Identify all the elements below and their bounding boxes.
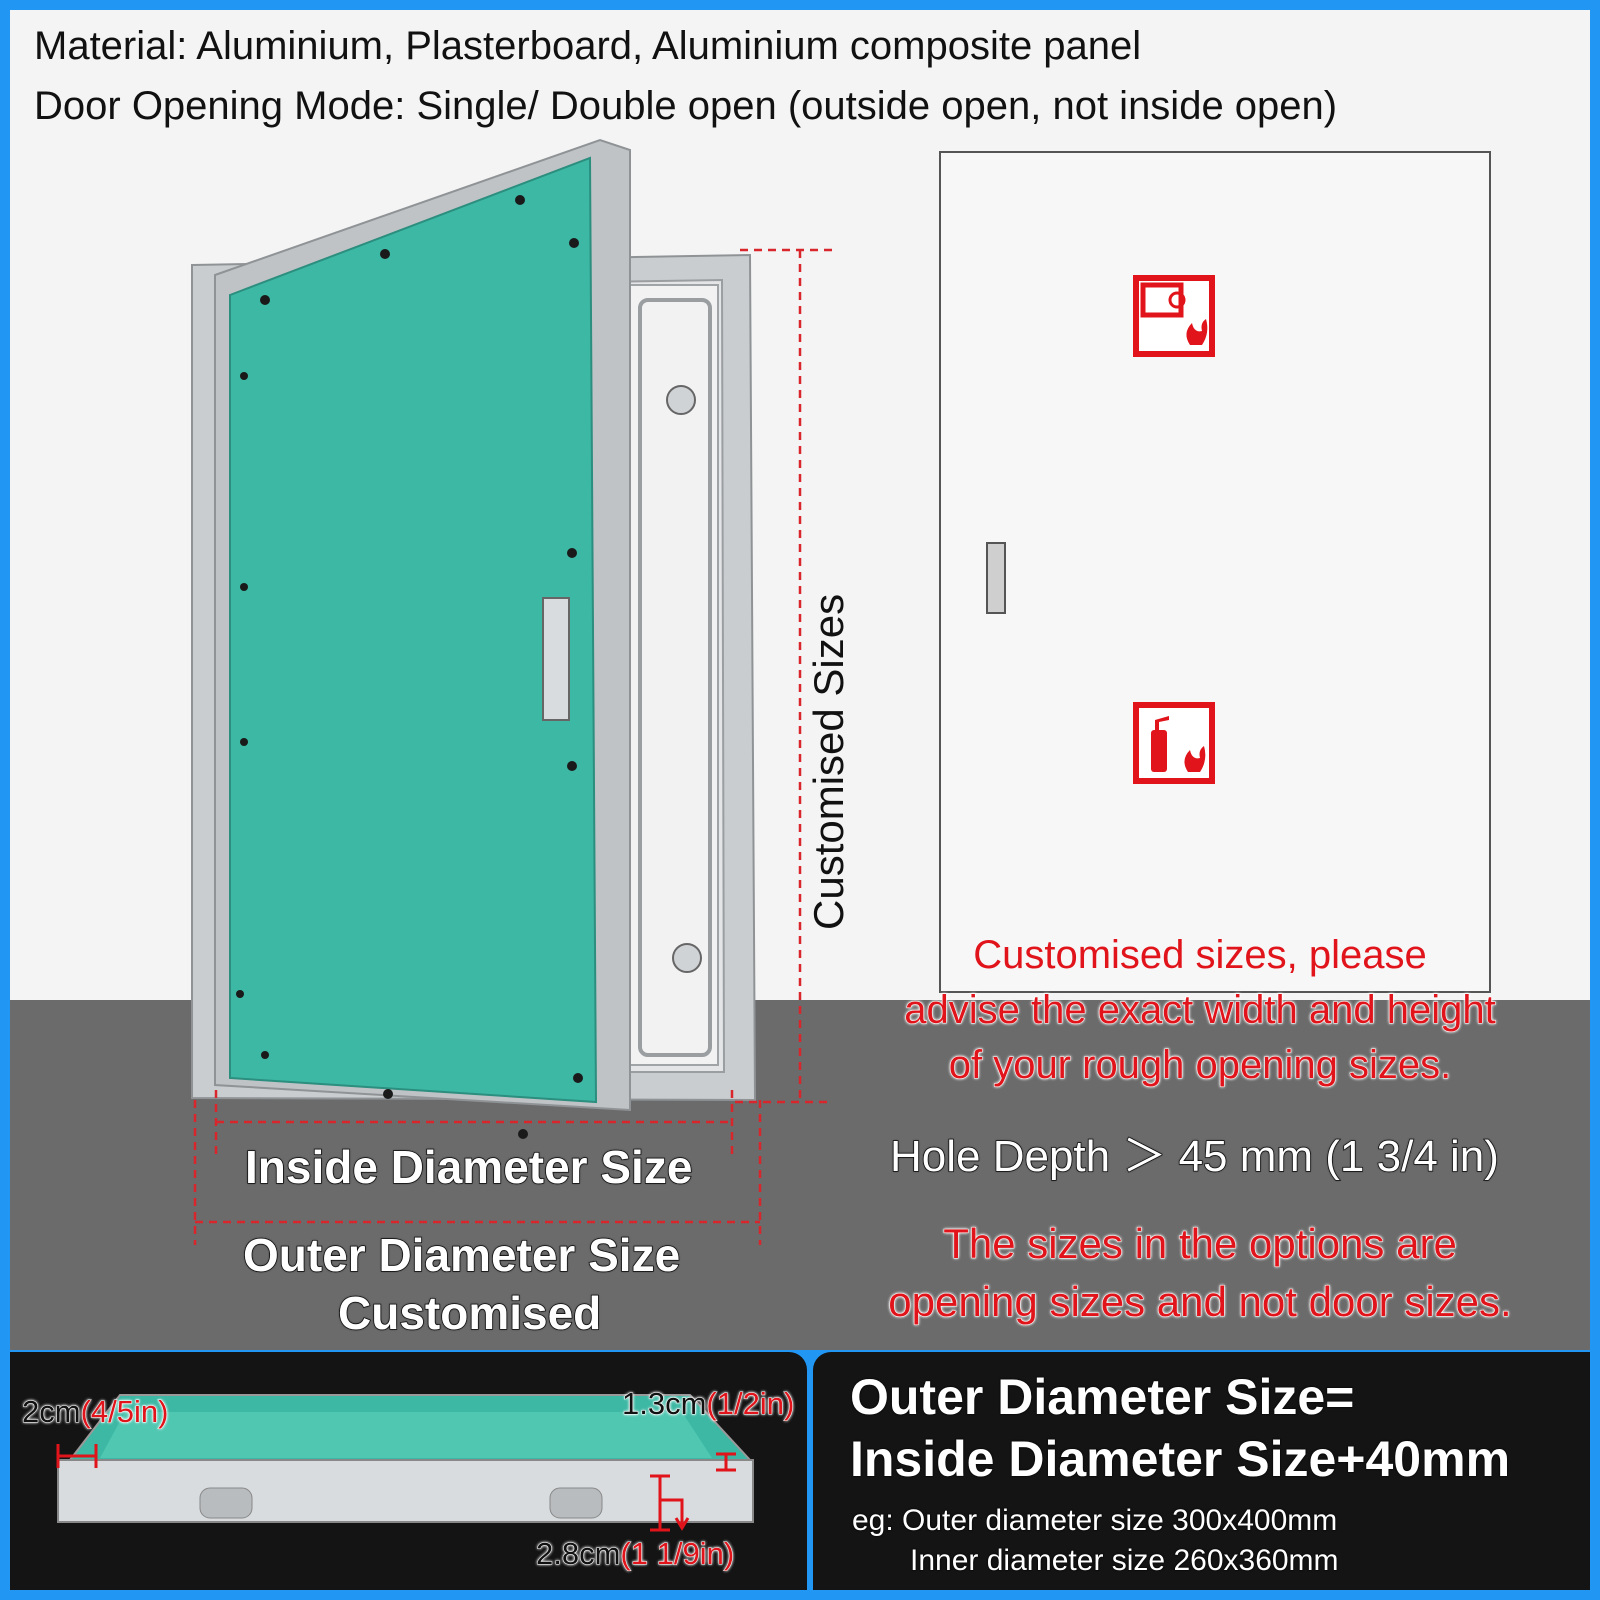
example-inner-size: Inner diameter size 260x360mm (909, 1543, 1339, 1578)
example-outer-size: eg: Outer diameter size 300x400mm (851, 1503, 1338, 1538)
lip-metric: 1.3cm (621, 1386, 707, 1422)
door-handle (542, 597, 570, 721)
hinge-icon (672, 943, 702, 973)
customised-label: Customised (337, 1286, 602, 1340)
hinge-icon (666, 385, 696, 415)
frame-profile-illustration (57, 1394, 754, 1523)
formula-line-2: Inside Diameter Size+40mm (849, 1430, 1511, 1488)
note-line: of your rough opening sizes. (948, 1043, 1452, 1088)
fire-extinguisher-sign-icon (1133, 702, 1215, 784)
profile-depth-dimension: 2.8cm(1 1/9in) (535, 1536, 735, 1572)
width-imperial: (4/5in) (80, 1394, 169, 1430)
formula-line-1: Outer Diameter Size= (849, 1368, 1355, 1426)
fire-hose-reel-sign-icon (1133, 275, 1215, 357)
note-line: Customised sizes, please (973, 933, 1427, 977)
customised-sizes-note: Customised sizes, please advise the exac… (850, 928, 1550, 1093)
profile-dimension-marks (56, 1444, 736, 1532)
profile-width-dimension: 2cm(4/5in) (22, 1394, 169, 1430)
depth-metric: 2.8cm (535, 1536, 621, 1572)
depth-imperial: (1 1/9in) (620, 1536, 735, 1572)
open-access-panel (191, 138, 757, 1139)
material-text: Material: Aluminium, Plasterboard, Alumi… (34, 24, 1142, 68)
inside-diameter-label: Inside Diameter Size (244, 1140, 693, 1194)
hole-depth-text: Hole Depth ＞ 45 mm (1 3/4 in) (889, 1131, 1499, 1182)
note-line: opening sizes and not door sizes. (888, 1278, 1512, 1326)
vertical-dimension-label: Customised Sizes (805, 593, 852, 930)
profile-lip-dimension: 1.3cm(1/2in) (621, 1386, 795, 1422)
note-line: The sizes in the options are (943, 1220, 1458, 1268)
opening-sizes-note: The sizes in the options are opening siz… (850, 1215, 1550, 1331)
note-line: advise the exact width and height (904, 988, 1497, 1033)
lip-imperial: (1/2in) (706, 1386, 795, 1422)
outer-diameter-label: Outer Diameter Size (242, 1228, 681, 1282)
formula-panel (813, 1352, 1590, 1590)
width-metric: 2cm (22, 1394, 82, 1430)
opening-mode-text: Door Opening Mode: Single/ Double open (… (34, 84, 1338, 128)
closed-door-handle (986, 542, 1006, 614)
dimension-lines (193, 248, 835, 1245)
plasterboard-door-leaf (229, 156, 598, 1104)
